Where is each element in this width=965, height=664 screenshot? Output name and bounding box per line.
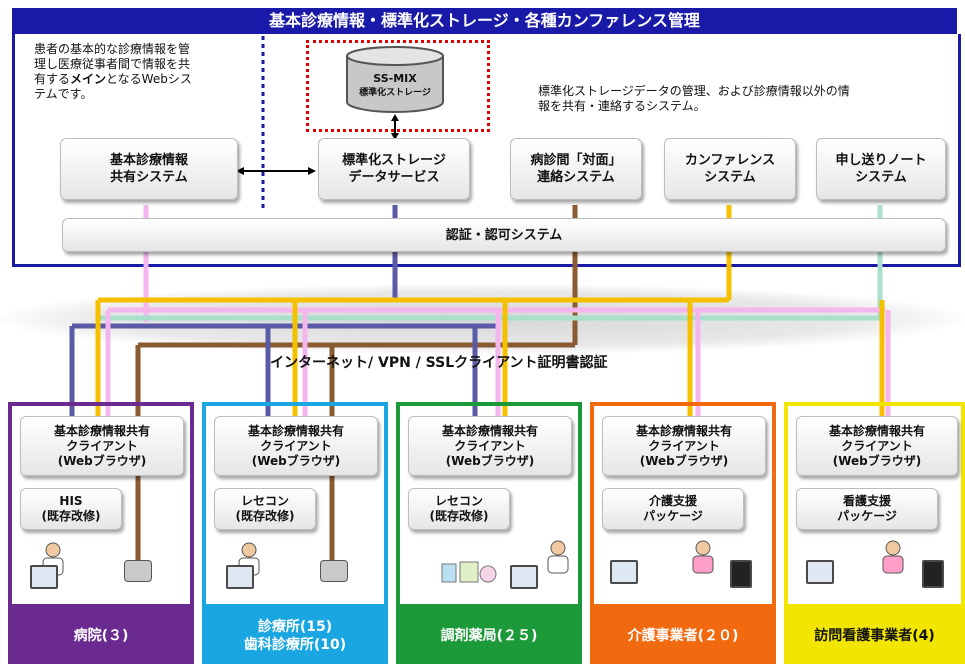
- left-desc-line: 患者の基本的な診療情報を管: [34, 42, 191, 56]
- facility-region-care: [590, 402, 776, 608]
- laptop-icon: [226, 565, 254, 589]
- facility-region-clinic: [202, 402, 388, 608]
- facility-label-nursing: 訪問看護事業者(4): [784, 608, 965, 664]
- subsystem-box-care-package[interactable]: 介護支援 パッケージ: [602, 488, 744, 530]
- network-label: インターネット/ VPN / SSLクライアント証明書認証: [270, 355, 608, 371]
- system-box-face-to-face[interactable]: 病診間「対面」 連絡システム: [510, 138, 642, 200]
- left-desc-line: 有するメインとなるWebシス: [34, 72, 192, 86]
- phone-icon: [320, 560, 348, 582]
- system-box-basic-info[interactable]: 基本診療情報 共有システム: [60, 138, 238, 200]
- phone-icon: [124, 560, 152, 582]
- left-description: 患者の基本的な診療情報を管 理し医療従事者間で情報を共 有するメインとなるWeb…: [34, 42, 254, 102]
- ssmix-label: SS-MIX 標準化ストレージ: [345, 72, 445, 100]
- system-area-frame: [12, 34, 961, 267]
- left-desc-line: 理し医療従事者間で情報を共: [34, 57, 191, 71]
- right-desc-line: 報を共有・連絡するシステム。: [538, 99, 706, 113]
- right-description: 標準化ストレージデータの管理、および診療情報以外の情 報を共有・連絡するシステム…: [538, 84, 938, 114]
- system-box-handover-note[interactable]: 申し送りノート システム: [816, 138, 946, 200]
- facility-label-clinic: 診療所(15) 歯科診療所(10): [202, 608, 388, 664]
- laptop-icon: [510, 565, 538, 589]
- storage-cylinder-icon: [346, 46, 444, 113]
- facility-region-nursing: [784, 402, 965, 608]
- ssmix-highlight: [306, 40, 490, 132]
- ssmix-title: SS-MIX: [373, 72, 417, 85]
- laptop-icon: [30, 565, 58, 589]
- care-worker-icon: [690, 540, 716, 574]
- client-box-nursing[interactable]: 基本診療情報共有 クライアント (Webブラウザ): [796, 416, 958, 476]
- facility-label-hospital: 病院(３): [8, 608, 194, 664]
- system-box-storage-service[interactable]: 標準化ストレージ データサービス: [318, 138, 470, 200]
- auth-system-bar[interactable]: 認証・認可システム: [62, 218, 946, 252]
- tablet-icon: [730, 560, 752, 588]
- left-desc-line: テムです。: [34, 87, 93, 101]
- subsystem-box-nursing-package[interactable]: 看護支援 パッケージ: [796, 488, 938, 530]
- client-box-care[interactable]: 基本診療情報共有 クライアント (Webブラウザ): [602, 416, 766, 476]
- facility-region-hospital: [8, 402, 194, 608]
- laptop-icon: [806, 560, 834, 584]
- client-box-pharmacy[interactable]: 基本診療情報共有 クライアント (Webブラウザ): [408, 416, 572, 476]
- subsystem-box-rececon-clinic[interactable]: レセコン (既存改修): [214, 488, 316, 530]
- nurse-icon: [880, 540, 906, 574]
- subsystem-box-his[interactable]: HIS (既存改修): [20, 488, 122, 530]
- right-desc-line: 標準化ストレージデータの管理、および診療情報以外の情: [538, 84, 850, 98]
- medicine-icon: [440, 558, 500, 584]
- client-box-hospital[interactable]: 基本診療情報共有 クライアント (Webブラウザ): [20, 416, 184, 476]
- facility-region-pharmacy: [396, 402, 582, 608]
- client-box-clinic[interactable]: 基本診療情報共有 クライアント (Webブラウザ): [214, 416, 378, 476]
- system-box-conference[interactable]: カンファレンス システム: [664, 138, 796, 200]
- pharmacist-icon: [545, 540, 571, 574]
- facility-label-pharmacy: 調剤薬局(２５): [396, 608, 582, 664]
- ssmix-subtitle: 標準化ストレージ: [359, 88, 431, 98]
- left-desc-bold: メイン: [70, 72, 107, 86]
- subsystem-box-rececon-pharmacy[interactable]: レセコン (既存改修): [408, 488, 510, 530]
- page-title: 基本診療情報・標準化ストレージ・各種カンファレンス管理: [12, 8, 957, 34]
- facility-label-care: 介護事業者(２０): [590, 608, 776, 664]
- tablet-icon: [922, 560, 944, 588]
- laptop-icon: [610, 560, 638, 584]
